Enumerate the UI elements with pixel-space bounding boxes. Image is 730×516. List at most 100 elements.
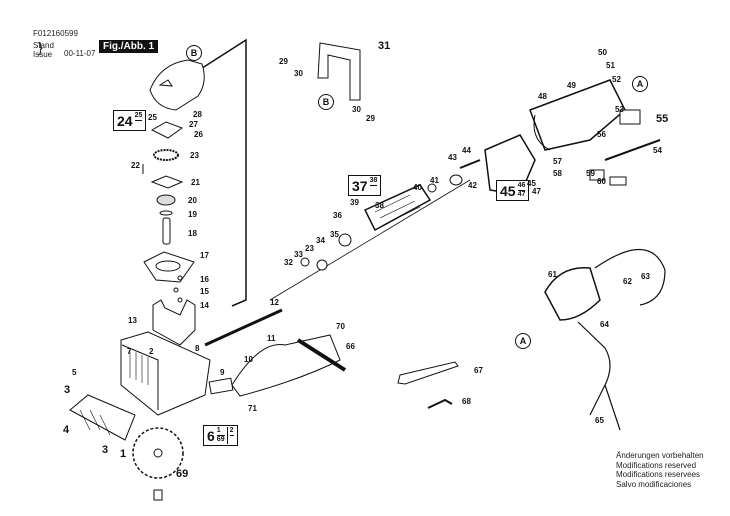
part-label: 30	[294, 69, 303, 78]
part-label: 55	[656, 113, 669, 125]
fence	[69, 394, 136, 441]
part-label: 23	[305, 244, 314, 253]
part-label: 3	[102, 444, 109, 456]
part-label: 59	[586, 169, 595, 178]
callout-a: A	[515, 333, 531, 349]
blade-guard-cover	[149, 59, 205, 111]
part-label: 28	[193, 110, 202, 119]
figure-label: Fig./Abb. 1	[99, 40, 159, 53]
part-label: 14	[200, 301, 209, 310]
notice-line: Änderungen vorbehalten	[616, 451, 704, 460]
part-label: 38	[375, 201, 384, 210]
part-label: 70	[336, 322, 345, 331]
part-label: 15	[200, 287, 209, 296]
gear-housing	[143, 251, 195, 283]
callout-b: B	[186, 45, 202, 61]
handle	[317, 42, 361, 101]
group-main: 45	[500, 182, 516, 199]
issue-date: 00-11-07	[64, 49, 96, 58]
part-label: 39	[350, 198, 359, 207]
group-top: 1	[216, 427, 225, 436]
part-label: 65	[595, 416, 604, 425]
part-label: 66	[346, 342, 355, 351]
part-label: 61	[548, 270, 557, 279]
stand-label: Stand	[33, 41, 54, 50]
part-label: 27	[189, 120, 198, 129]
part-label: 22	[131, 161, 140, 170]
part-label: 69	[176, 468, 189, 480]
part-label: 52	[612, 75, 621, 84]
part-label: 2	[149, 347, 154, 356]
part-label: 29	[279, 57, 288, 66]
part-label: 5	[72, 368, 77, 377]
part-label: 9	[220, 368, 225, 377]
gasket	[150, 121, 184, 139]
screw	[153, 489, 163, 501]
part-label: 71	[248, 404, 257, 413]
divider-line	[195, 38, 247, 307]
part-label: 48	[538, 92, 547, 101]
part-label: 53	[615, 105, 624, 114]
part-label: 56	[597, 130, 606, 139]
switch	[619, 109, 641, 125]
wrench	[397, 361, 459, 385]
part-label: 41	[430, 176, 439, 185]
part-label: 10	[244, 355, 253, 364]
modifications-notice: Änderungen vorbehalten Modifications res…	[616, 451, 704, 489]
issue-label: Issue	[33, 50, 53, 59]
part-label: 32	[284, 258, 293, 267]
base-housing	[120, 331, 211, 416]
notice-line: Modifications reserved	[616, 460, 697, 470]
part-label: 3	[64, 384, 71, 396]
part-label: 43	[448, 153, 457, 162]
part-label: 21	[191, 178, 200, 187]
part-label: 26	[194, 130, 203, 139]
part-label: 44	[462, 146, 471, 155]
part-label: 34	[316, 236, 325, 245]
part-label: 54	[653, 146, 662, 155]
group-top: 46	[517, 182, 526, 191]
group-top: 25	[134, 112, 143, 121]
group-main: 24	[117, 112, 133, 129]
part-label: 36	[333, 211, 342, 220]
part-label: 42	[468, 181, 477, 190]
part-label: 13	[128, 316, 137, 325]
part-label: 17	[200, 251, 209, 260]
notice-line: Modifications reservees	[616, 470, 701, 479]
part-label: 50	[598, 48, 607, 57]
gear	[153, 149, 179, 161]
part-label: 25	[148, 113, 157, 122]
part-label: 60	[597, 177, 606, 186]
part-label: 57	[553, 157, 562, 166]
group-main: 37	[352, 177, 368, 194]
rod	[296, 338, 347, 372]
part-label: 31	[378, 40, 391, 52]
part-label: 62	[623, 277, 632, 286]
part-label: 7	[127, 347, 132, 356]
part-label: 67	[474, 366, 483, 375]
part-label: 18	[188, 229, 197, 238]
part-label: 4	[63, 424, 70, 436]
part-label: 20	[188, 196, 197, 205]
cable-assembly	[604, 139, 661, 161]
part-label: 29	[366, 114, 375, 123]
motor-housing	[529, 79, 626, 151]
part-label: 58	[553, 169, 562, 178]
part-label: 68	[462, 397, 471, 406]
part-label: 63	[641, 272, 650, 281]
callout-a: A	[632, 76, 648, 92]
saw-blade	[132, 427, 184, 479]
document-number: F012160599	[33, 29, 78, 38]
group-bottom: 69	[216, 436, 225, 443]
group-box-24: 24 25	[113, 110, 147, 131]
bracket	[152, 299, 196, 346]
part-label: 19	[188, 210, 197, 219]
power-cord	[594, 248, 666, 306]
part-label: 47	[532, 187, 541, 196]
group-bottom: 47	[517, 191, 526, 198]
dust-bag	[231, 334, 341, 397]
part-label: 35	[330, 230, 339, 239]
brace-icon: }	[38, 39, 43, 55]
